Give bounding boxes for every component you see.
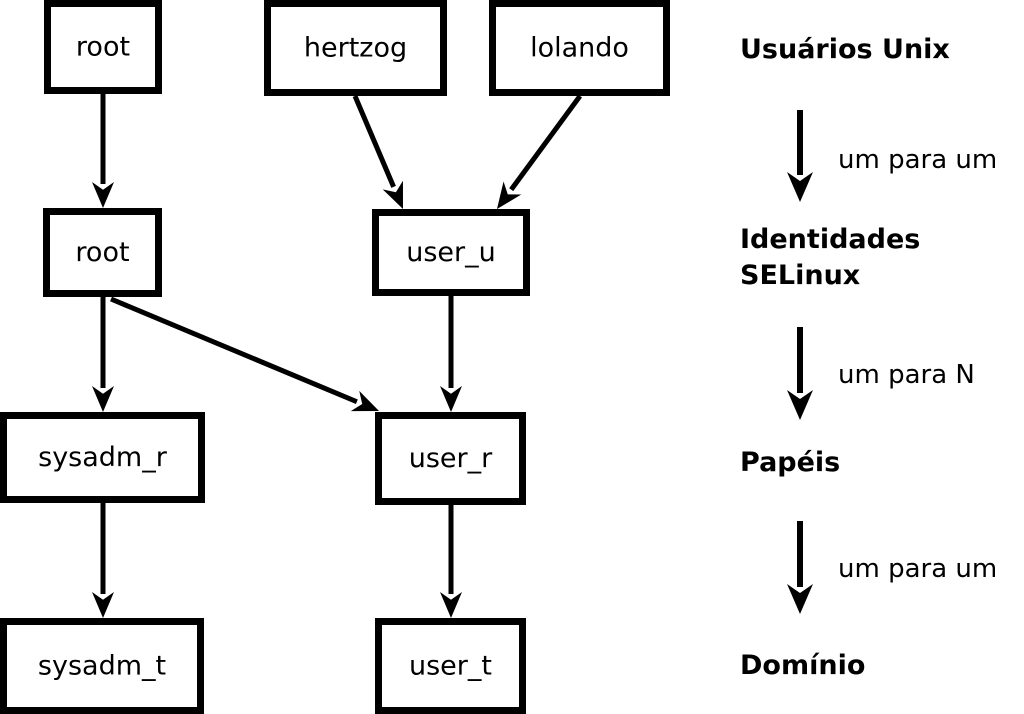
- stage-papeis: Papéis: [740, 447, 840, 478]
- relation-one-to-one-bottom-label: um para um: [838, 554, 997, 584]
- edge-sysadmr-sysadmt: [92, 503, 114, 618]
- edge-shaft: [110, 296, 358, 405]
- arrow-head-icon: [440, 592, 462, 618]
- node-label: hertzog: [304, 33, 407, 64]
- node-sysadm_t[interactable]: sysadm_t: [0, 618, 204, 714]
- relation-one-to-n-arrow: [787, 327, 813, 420]
- node-rect: [0, 618, 204, 714]
- arrow-head-icon: [440, 386, 462, 412]
- arrow-head-icon: [497, 181, 522, 209]
- node-user_t[interactable]: user_t: [375, 618, 526, 714]
- edge-selroot-userr: [110, 296, 379, 412]
- stage-label-line: Usuários Unix: [740, 34, 950, 65]
- edge-userr-usert: [440, 505, 462, 618]
- stage-usuarios-unix: Usuários Unix: [740, 34, 950, 65]
- legend-arrows-layer: [787, 110, 813, 614]
- node-sel_root[interactable]: root: [43, 208, 162, 297]
- node-label: sysadm_t: [38, 651, 166, 682]
- arrow-head-icon: [787, 390, 813, 420]
- legend-labels-layer: Usuários UnixIdentidadesSELinuxPapéisDom…: [740, 34, 997, 681]
- node-rect: [489, 0, 670, 96]
- arrow-head-icon: [92, 182, 114, 208]
- arrow-head-icon: [787, 584, 813, 614]
- stage-label-line: Domínio: [740, 650, 865, 681]
- node-label: user_t: [409, 651, 492, 682]
- relation-one-to-one-bottom-arrow: [787, 521, 813, 614]
- stage-label-line: SELinux: [740, 260, 860, 291]
- arrow-head-icon: [382, 180, 403, 209]
- node-lolando[interactable]: lolando: [489, 0, 670, 96]
- node-label: user_r: [409, 443, 493, 474]
- arrow-head-icon: [350, 390, 379, 412]
- node-label: root: [76, 32, 130, 63]
- edge-selroot-sysadmr: [92, 297, 114, 412]
- node-label: lolando: [530, 33, 629, 64]
- arrow-head-icon: [92, 592, 114, 618]
- stage-dominio: Domínio: [740, 650, 865, 681]
- node-user_u[interactable]: user_u: [372, 209, 530, 296]
- edge-shaft: [509, 94, 583, 192]
- node-label: sysadm_r: [38, 442, 168, 473]
- node-rect: [44, 0, 162, 94]
- stage-label-line: Papéis: [740, 447, 840, 478]
- node-hertzog[interactable]: hertzog: [264, 0, 447, 96]
- relation-one-to-n-label: um para N: [838, 360, 975, 390]
- node-sysadm_r[interactable]: sysadm_r: [0, 412, 205, 503]
- edge-unixroot-selroot: [92, 94, 114, 208]
- node-label: root: [75, 237, 129, 268]
- node-rect: [375, 412, 526, 505]
- node-rect: [0, 412, 205, 503]
- relation-one-to-one-top-label: um para um: [838, 145, 997, 175]
- node-user_r[interactable]: user_r: [375, 412, 526, 505]
- edge-useru-userr: [440, 296, 462, 412]
- edge-hertzog-useru: [352, 95, 403, 209]
- node-unix_root[interactable]: root: [44, 0, 162, 94]
- node-rect: [264, 0, 447, 96]
- node-rect: [375, 618, 526, 714]
- edge-shaft: [352, 95, 396, 188]
- arrow-head-icon: [92, 386, 114, 412]
- arrow-head-icon: [787, 172, 813, 202]
- relation-one-to-one-top-arrow: [787, 110, 813, 202]
- node-label: user_u: [406, 237, 496, 268]
- edges-layer: [92, 94, 583, 618]
- node-rect: [372, 209, 530, 296]
- stage-label-line: Identidades: [740, 224, 920, 255]
- edge-lolando-useru: [497, 94, 583, 209]
- node-rect: [43, 208, 162, 297]
